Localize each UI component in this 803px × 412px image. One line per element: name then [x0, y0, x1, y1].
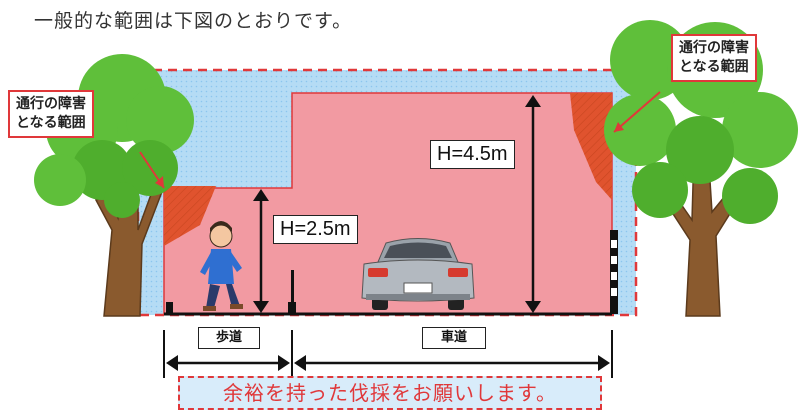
double-arrow-icon — [166, 355, 290, 371]
striped-pole-icon — [610, 230, 618, 314]
curb-post — [291, 270, 294, 314]
height-label-sidewalk: H=2.5m — [273, 215, 358, 244]
curb-marker — [166, 302, 173, 314]
dimension-lines — [163, 330, 613, 378]
callout-line: 通行の障害 — [16, 96, 86, 112]
arrow-head — [614, 122, 624, 132]
callout-obstruction-left: 通行の障害 となる範囲 — [8, 90, 94, 138]
notice-banner: 余裕を持った伐採をお願いします。 — [178, 376, 602, 410]
arrow-head — [155, 176, 164, 188]
curb-marker — [288, 302, 296, 314]
road-label-sidewalk: 歩道 — [198, 327, 260, 349]
callout-line: となる範囲 — [16, 115, 86, 131]
callout-leader-right — [613, 91, 661, 133]
callout-line: となる範囲 — [679, 59, 749, 75]
double-arrow-icon — [525, 95, 541, 313]
car-icon — [361, 238, 475, 310]
callout-obstruction-right: 通行の障害 となる範囲 — [671, 34, 757, 82]
callout-line: 通行の障害 — [679, 40, 749, 56]
intro-text: 一般的な範囲は下図のとおりです。 — [34, 10, 353, 32]
obstruction-zone-right-hatch — [570, 93, 612, 200]
double-arrow-icon — [253, 189, 269, 313]
pedestrian-icon — [200, 221, 243, 311]
height-label-roadway: H=4.5m — [430, 140, 515, 169]
road-label-roadway: 車道 — [422, 327, 486, 349]
obstruction-zone-left-hatch — [164, 186, 216, 246]
double-arrow-icon — [294, 355, 610, 371]
